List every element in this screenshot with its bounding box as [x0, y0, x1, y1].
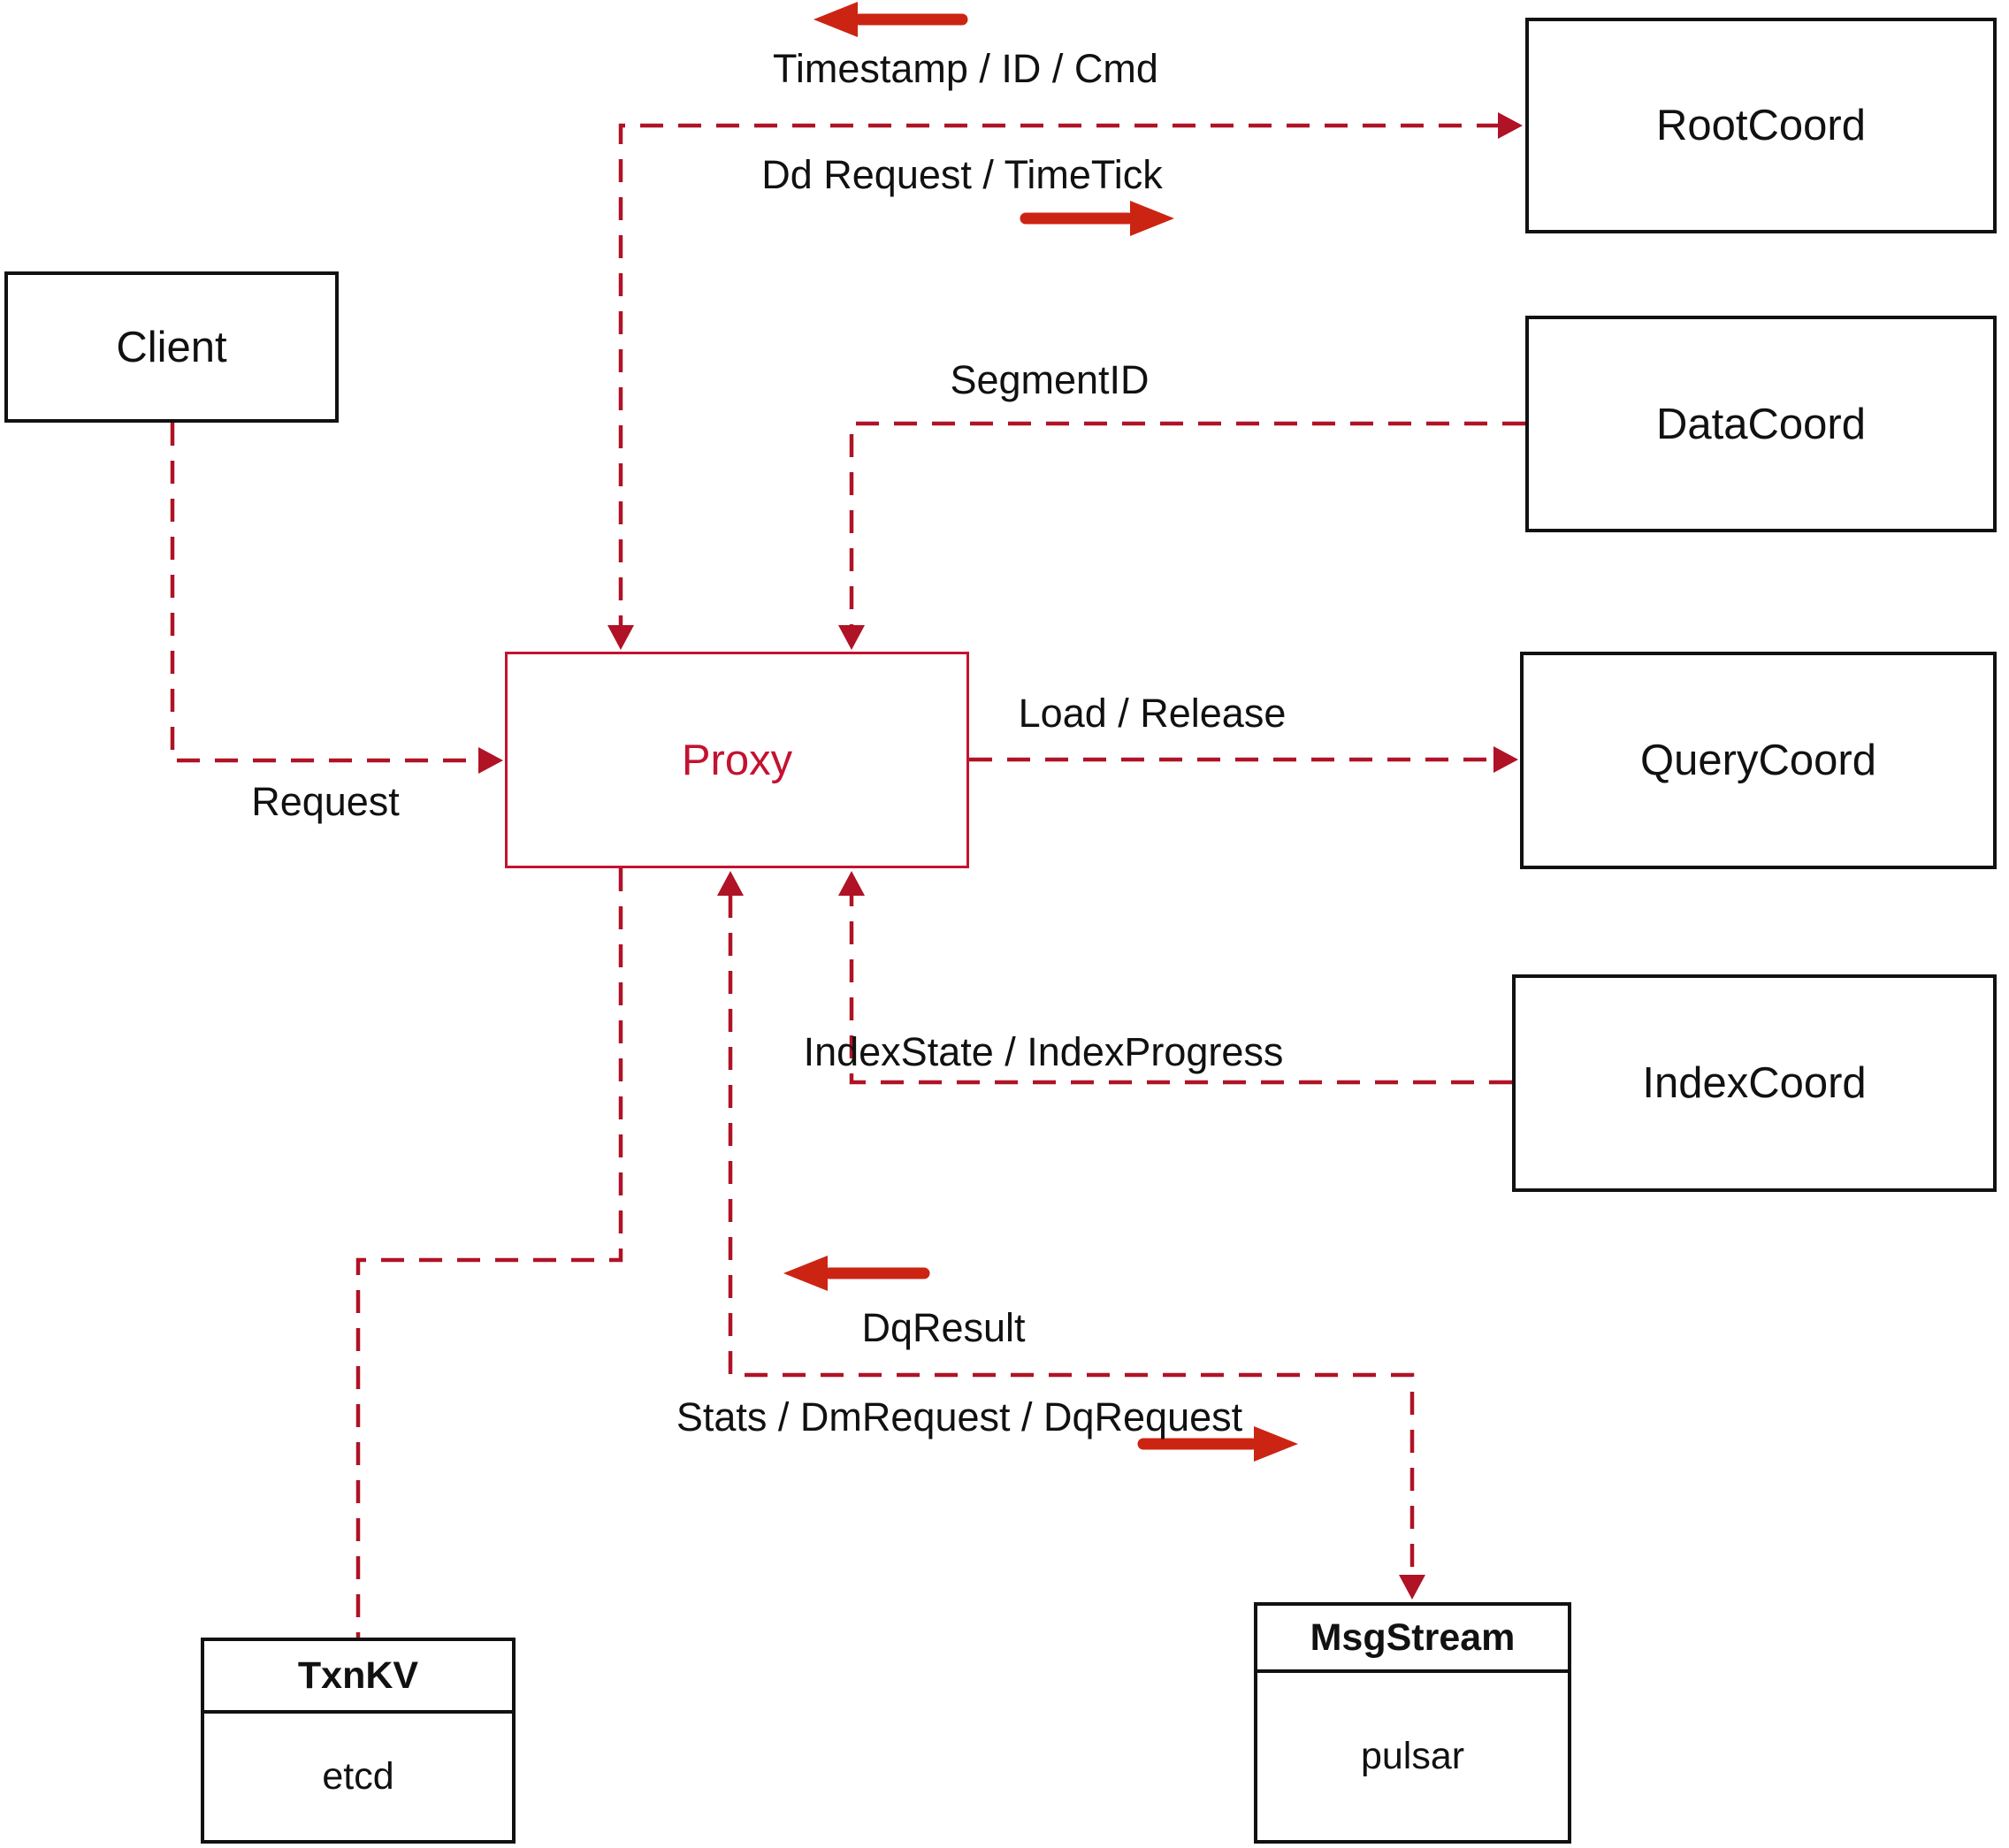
node-msgstream-body: pulsar [1360, 1735, 1465, 1777]
edge-client-proxy [170, 423, 503, 774]
node-txnkv: TxnKV etcd [201, 1638, 516, 1844]
node-datacoord: DataCoord [1525, 316, 1997, 532]
edge-label-index-state: IndexState / IndexProgress [803, 1029, 1284, 1074]
edge-label-stats: Stats / DmRequest / DqRequest [676, 1394, 1243, 1439]
node-txnkv-title: TxnKV [204, 1641, 512, 1714]
node-indexcoord: IndexCoord [1512, 974, 1997, 1192]
node-msgstream-title: MsgStream [1257, 1606, 1568, 1673]
edge-label-timestamp: Timestamp / ID / Cmd [773, 46, 1158, 91]
node-client-label: Client [116, 323, 227, 371]
edge-proxy-querycoord [969, 746, 1518, 773]
node-msgstream: MsgStream pulsar [1254, 1602, 1571, 1844]
node-querycoord: QueryCoord [1520, 652, 1997, 869]
edge-proxy-rootcoord [607, 112, 1523, 650]
node-rootcoord: RootCoord [1525, 18, 1997, 233]
node-rootcoord-label: RootCoord [1656, 102, 1866, 149]
edge-label-request: Request [251, 779, 400, 824]
edge-proxy-txnkv [355, 868, 623, 1638]
node-proxy-label: Proxy [681, 736, 793, 784]
arrow-left-icon [783, 1256, 930, 1291]
edge-datacoord-proxy [838, 421, 1525, 650]
arrow-right-icon [1020, 201, 1174, 236]
node-datacoord-label: DataCoord [1656, 400, 1866, 448]
edge-proxy-msgstream [717, 871, 1425, 1600]
node-proxy: Proxy [505, 652, 969, 868]
node-client: Client [4, 271, 339, 423]
edge-indexcoord-proxy [838, 871, 1512, 1085]
arrow-left-icon [814, 2, 968, 37]
edge-label-dd-request: Dd Request / TimeTick [761, 152, 1163, 197]
node-indexcoord-label: IndexCoord [1642, 1059, 1867, 1107]
edge-label-dq-result: DqResult [861, 1305, 1026, 1350]
edge-label-load-release: Load / Release [1018, 691, 1287, 736]
edge-label-segment-id: SegmentID [950, 357, 1150, 402]
arrow-right-icon [1137, 1426, 1298, 1462]
node-querycoord-label: QueryCoord [1640, 737, 1876, 784]
node-txnkv-body: etcd [322, 1755, 394, 1798]
